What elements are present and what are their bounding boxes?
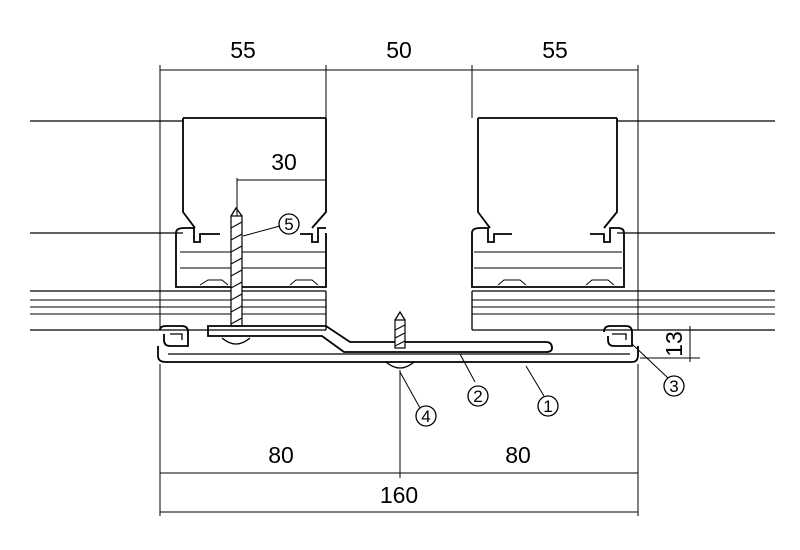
svg-text:3: 3	[669, 377, 678, 396]
dim-top-middle: 50	[386, 37, 412, 63]
svg-text:1: 1	[543, 397, 552, 416]
callout-4: 4	[415, 405, 437, 427]
dim-bottom-right: 80	[505, 442, 531, 468]
top-dimension-lines	[159, 65, 639, 330]
callout-5: 5	[278, 213, 300, 235]
right-height-dimension	[638, 326, 700, 362]
right-purlin	[471, 117, 625, 288]
callout-3: 3	[663, 375, 685, 397]
dim-top-left: 55	[230, 37, 256, 63]
fixing-screw	[230, 206, 243, 327]
dim-top-right: 55	[542, 37, 568, 63]
callout-leaders	[242, 225, 669, 409]
left-purlin	[175, 117, 327, 288]
dim-bottom-total: 160	[380, 482, 418, 508]
center-screw	[385, 310, 415, 369]
screw-washer	[221, 337, 251, 345]
callout-1: 1	[537, 395, 559, 417]
dim-bottom-left: 80	[268, 442, 294, 468]
dim-screw-offset: 30	[271, 149, 297, 175]
joint-cover	[157, 325, 639, 363]
bottom-dimension-lines	[159, 364, 639, 516]
svg-text:4: 4	[421, 407, 430, 426]
svg-text:2: 2	[473, 387, 482, 406]
callout-2: 2	[467, 385, 489, 407]
svg-text:5: 5	[284, 215, 293, 234]
roof-sheet-layers	[30, 120, 775, 331]
dim-height-right: 13	[661, 331, 687, 357]
